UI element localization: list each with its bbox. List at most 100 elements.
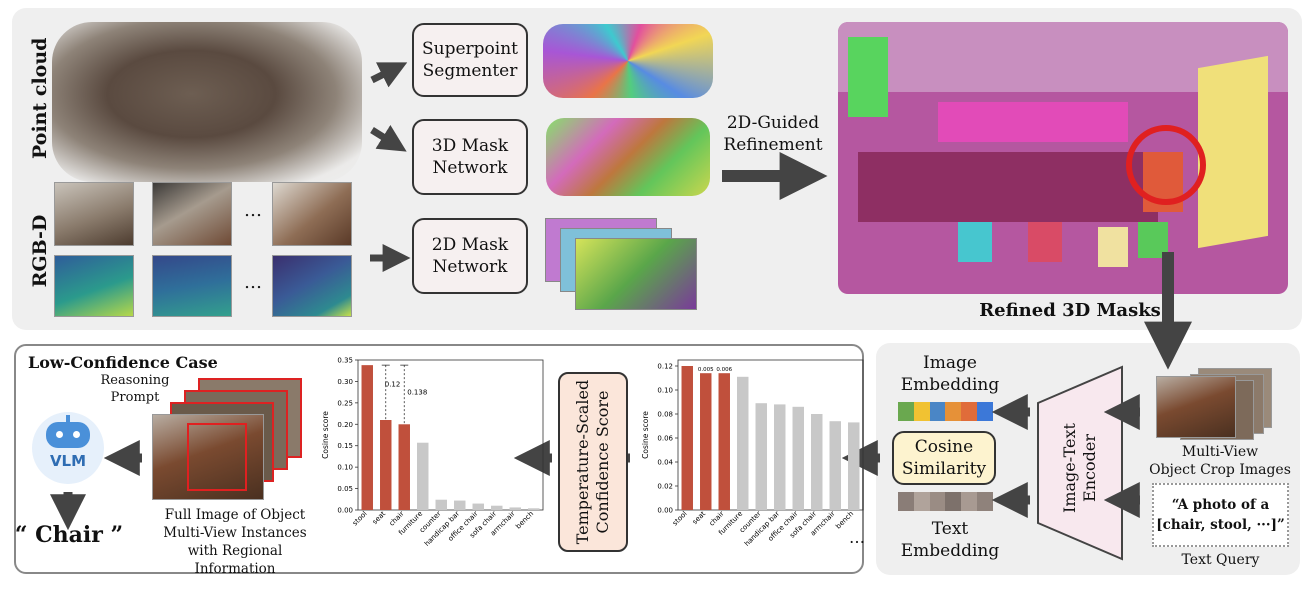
instance-image-1 (152, 414, 264, 500)
temperature-scaled-box (558, 372, 628, 552)
y-tick-label: 0.00 (657, 507, 673, 515)
crop-image-1 (1156, 376, 1236, 438)
text-query-content: “A photo of a [chair, stool, ···]” (1156, 497, 1285, 533)
bar (361, 365, 373, 510)
bar (700, 373, 712, 510)
chart-frame (357, 359, 544, 511)
y-tick-label: 0.00 (337, 507, 353, 515)
bar (737, 376, 749, 510)
text-embedding-label: Text Embedding (900, 519, 1000, 561)
bar (491, 505, 503, 510)
refined-3d-mask-scene (838, 22, 1288, 294)
rgb-frame-3 (272, 182, 352, 246)
y-tick-label: 0.15 (337, 442, 353, 450)
x-tick-label: stool (351, 510, 369, 528)
rgb-frame-2 (152, 182, 232, 246)
text-embedding-cell (898, 492, 914, 511)
refined-3d-masks-label: Refined 3D Masks (979, 300, 1161, 321)
bar (398, 424, 410, 510)
full-image-caption: Full Image of Object Multi-View Instance… (163, 507, 307, 577)
text-embedding-cell (929, 492, 946, 511)
image-embedding-cell (929, 402, 946, 421)
y-tick-label: 0.08 (657, 411, 673, 419)
bar (848, 422, 860, 510)
image-text-encoder (1037, 365, 1123, 561)
y-tick-label: 0.10 (337, 464, 353, 472)
bar (435, 499, 447, 510)
robot-eye-left (56, 431, 63, 438)
text-embedding-strip (898, 492, 993, 511)
bar (829, 421, 841, 510)
gap-annotation: 0.006 (716, 367, 732, 373)
y-axis-label: Cosine score (641, 411, 650, 459)
image-embedding-label: Image Embedding (900, 353, 1000, 395)
image-embedding-cell (977, 402, 993, 421)
robot-eye-right (73, 431, 80, 438)
2d-mask-stack-1 (575, 238, 697, 310)
temperature-scaled-label: Temperature-Scaled Confidence Score (573, 379, 612, 545)
bar (681, 366, 693, 510)
depth-frame-3 (272, 255, 352, 317)
text-query-label: Text Query (1181, 552, 1260, 568)
text-embedding-cell (913, 492, 930, 511)
y-tick-label: 0.30 (337, 378, 353, 386)
chart-ellipsis: … (849, 528, 865, 547)
text-embedding-cell (961, 492, 978, 511)
bar (380, 420, 392, 510)
y-axis-label: Cosine score (321, 411, 330, 459)
highlight-circle (1126, 125, 1206, 205)
bar (417, 442, 429, 510)
cosine-similarity-box: Cosine Similarity (892, 431, 996, 485)
x-tick-label: seat (691, 510, 707, 526)
gap-annotation: 0.005 (698, 367, 714, 373)
text-embedding-cell (945, 492, 962, 511)
answer-text: “ Chair ” (14, 522, 124, 548)
y-tick-label: 0.04 (657, 459, 673, 467)
bar (509, 507, 521, 510)
rgb-frame-1 (54, 182, 134, 246)
y-tick-label: 0.02 (657, 483, 673, 491)
y-tick-label: 0.25 (337, 399, 353, 407)
x-tick-label: stool (671, 510, 689, 528)
superpoint-segmenter-box: Superpoint Segmenter (412, 23, 528, 97)
bar (718, 373, 730, 510)
gap-annotation: 0.12 (385, 381, 401, 389)
x-tick-label: seat (371, 510, 387, 526)
bar (811, 414, 823, 510)
image-embedding-cell (961, 402, 978, 421)
depth-frame-2 (152, 255, 232, 317)
image-embedding-cell (913, 402, 930, 421)
bar (755, 403, 767, 510)
gap-annotation: 0.138 (407, 389, 427, 397)
image-embedding-cell (898, 402, 914, 421)
text-embedding-cell (977, 492, 993, 511)
bar (774, 404, 786, 510)
refinement-label: 2D-Guided Refinement (723, 113, 823, 155)
reasoning-prompt-label: Reasoning Prompt (100, 373, 170, 405)
chart-frame (677, 359, 864, 511)
bar (454, 500, 466, 510)
x-tick-label: bench (514, 510, 535, 531)
ellipsis-rgb: … (244, 200, 262, 221)
instance-region-box (187, 423, 247, 491)
text-query-box: “A photo of a [chair, stool, ···]” (1152, 483, 1289, 547)
superpoint-visualization (543, 24, 713, 98)
bar (792, 406, 804, 510)
robot-antenna (66, 415, 70, 423)
y-tick-label: 0.35 (337, 357, 353, 365)
y-tick-label: 0.12 (657, 363, 673, 371)
y-tick-label: 0.06 (657, 435, 673, 443)
y-tick-label: 0.10 (657, 387, 673, 395)
ellipsis-depth: … (244, 272, 262, 293)
low-confidence-title: Low-Confidence Case (28, 353, 218, 372)
image-embedding-strip (898, 402, 993, 421)
bar (472, 503, 484, 510)
point-cloud-image (52, 22, 362, 182)
bar (528, 508, 540, 510)
multiview-label: Multi-View Object Crop Images (1149, 444, 1291, 478)
y-tick-label: 0.20 (337, 421, 353, 429)
